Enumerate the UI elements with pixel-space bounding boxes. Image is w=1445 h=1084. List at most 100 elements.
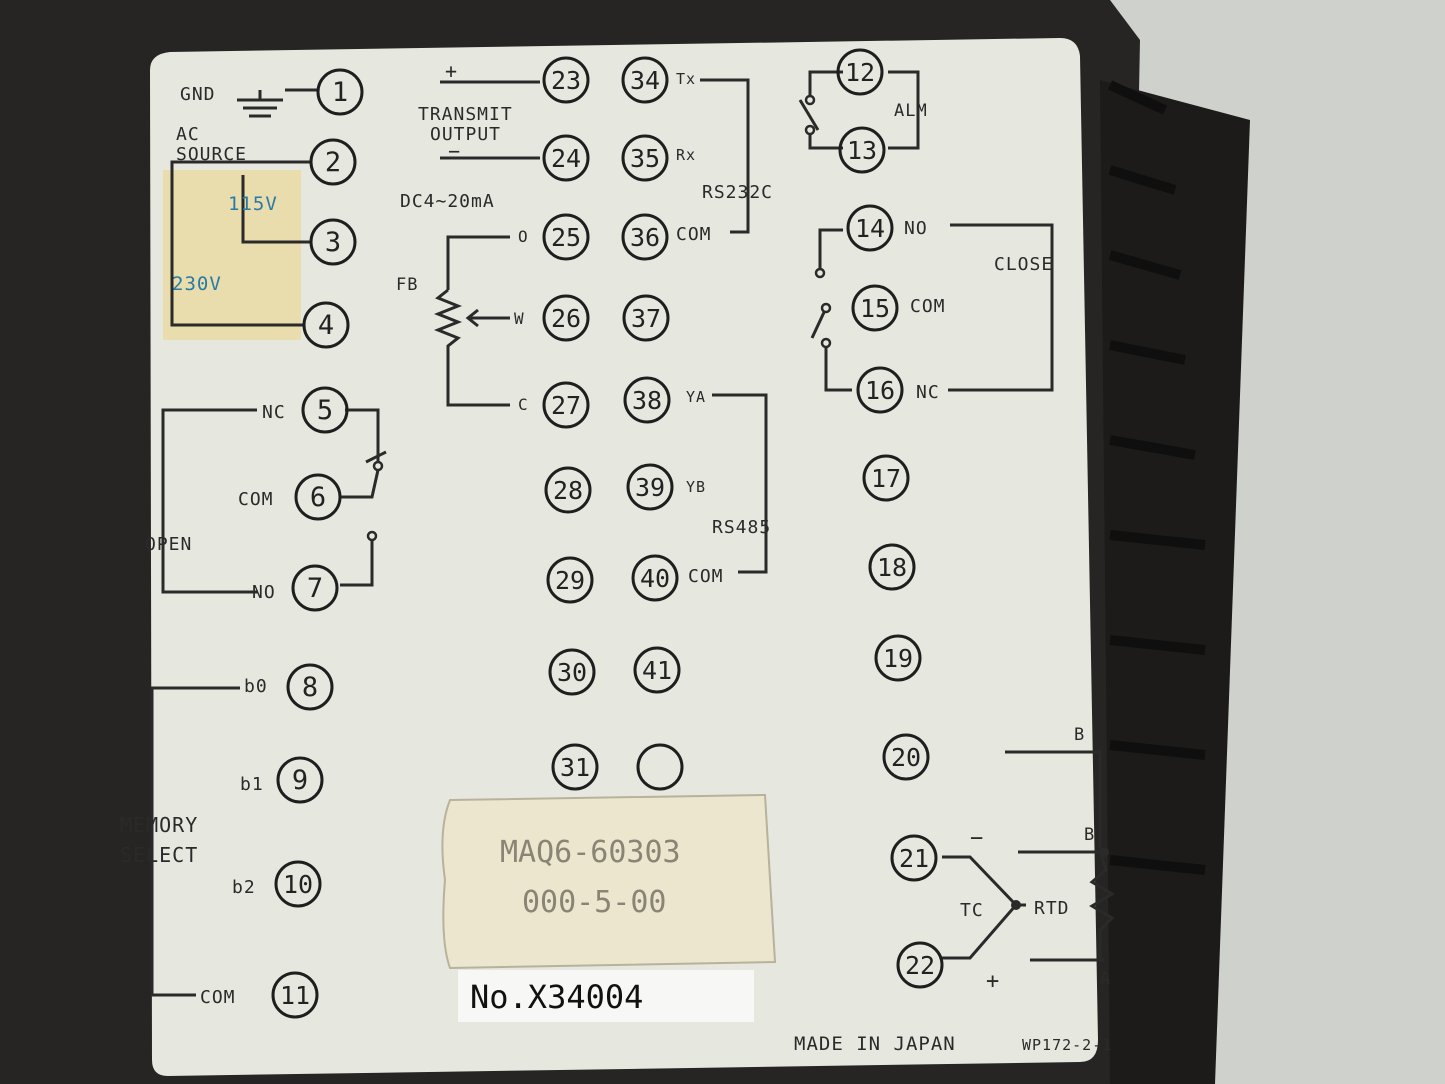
rtd-b-label: B — [1084, 825, 1095, 845]
fb-label: FB — [396, 275, 418, 295]
terminal-19: 19 — [874, 634, 922, 682]
terminal-number: 23 — [551, 66, 581, 95]
terminal-number: 26 — [551, 304, 581, 333]
com36-label: COM — [676, 224, 712, 245]
terminal-ring — [301, 386, 349, 434]
terminal-number: 9 — [292, 765, 308, 796]
terminal-21: 21 — [890, 834, 938, 882]
dc-range-label: DC4∼20mA — [400, 191, 495, 212]
terminal-7: 7 — [291, 564, 339, 612]
made-in-japan: MADE IN JAPAN — [794, 1033, 956, 1055]
terminal-number: 24 — [551, 144, 581, 173]
terminal-number: 13 — [847, 136, 877, 165]
rtd-label: RTD — [1034, 898, 1070, 919]
terminal-ring — [622, 294, 670, 342]
terminal-number: 31 — [560, 753, 590, 782]
terminal-10: 10 — [274, 860, 322, 908]
terminal-40: 40 — [631, 554, 679, 602]
terminal-ring — [862, 454, 910, 502]
terminal-ring — [882, 733, 930, 781]
terminal-ring — [309, 138, 357, 186]
terminal-number: 18 — [877, 553, 907, 582]
terminal-ring — [274, 860, 322, 908]
ac-label: AC — [176, 124, 200, 145]
terminal-ring — [542, 294, 590, 342]
plate-labels: GND AC SOURCE 115V 230V NC COM OPEN NO b… — [120, 59, 1111, 1055]
terminal-8: 8 — [286, 663, 334, 711]
terminal-ring — [836, 48, 884, 96]
fb-w-label: W — [514, 309, 525, 328]
terminal-ring — [294, 473, 342, 521]
terminal-ring — [621, 134, 669, 182]
terminal-ring — [636, 743, 684, 791]
contact-points — [366, 94, 832, 542]
wiring-nodes — [1011, 847, 1109, 910]
terminal-number: 4 — [318, 310, 334, 341]
terminal-number: 35 — [630, 144, 660, 173]
terminal-38: 38 — [623, 376, 671, 424]
source-label: SOURCE — [176, 144, 247, 165]
terminal-5: 5 — [301, 386, 349, 434]
nc16-label: NC — [916, 382, 940, 403]
terminal-ring — [621, 56, 669, 104]
rx-label: Rx — [676, 146, 696, 164]
fb-o-label: O — [518, 227, 529, 246]
terminal-ring — [548, 648, 596, 696]
terminal-ring — [309, 218, 357, 266]
plus-transmit-label: + — [445, 59, 458, 83]
part-number-sticker — [441, 793, 777, 970]
terminal-number: 34 — [630, 66, 660, 95]
terminal-30: 30 — [548, 648, 596, 696]
terminal-number: 27 — [551, 391, 581, 420]
terminal-ring — [291, 564, 339, 612]
terminal-ring — [542, 381, 590, 429]
terminal-2: 2 — [309, 138, 357, 186]
terminal-number: 14 — [855, 214, 885, 243]
terminal-ring — [542, 213, 590, 261]
terminal-39: 39 — [626, 463, 674, 511]
terminal-number: 17 — [871, 464, 901, 493]
terminal-ring — [851, 284, 899, 332]
terminal-ring — [286, 663, 334, 711]
terminal-ring — [276, 756, 324, 804]
b0-label: b0 — [244, 676, 268, 697]
terminal-28: 28 — [544, 466, 592, 514]
terminal-number: 39 — [635, 473, 665, 502]
terminal-ring — [633, 646, 681, 694]
terminal-number: 38 — [632, 386, 662, 415]
alm-label: ALM — [894, 101, 928, 121]
ya-label: YA — [686, 388, 706, 406]
terminal-ring — [623, 376, 671, 424]
terminal-13: 13 — [838, 126, 886, 174]
voltage-selector-tag — [163, 170, 301, 340]
v230-label: 230V — [172, 273, 222, 295]
terminal-ring — [631, 554, 679, 602]
terminal-ring — [551, 743, 599, 791]
terminal-number: 12 — [845, 58, 875, 87]
com11-label: COM — [200, 987, 236, 1008]
terminal-18: 18 — [868, 543, 916, 591]
terminal-1: 1 — [316, 68, 364, 116]
terminal-blank — [636, 743, 684, 791]
terminal-number: 6 — [310, 482, 326, 513]
terminal-ring — [626, 463, 674, 511]
terminal-number: 16 — [865, 376, 895, 405]
terminal-ring — [856, 366, 904, 414]
terminal-22: 22 — [896, 941, 944, 989]
rs232c-label: RS232C — [702, 182, 773, 203]
minus-transmit-label: − — [448, 139, 461, 163]
terminal-27: 27 — [542, 381, 590, 429]
rs485-label: RS485 — [712, 517, 771, 538]
code-number: 000-5-00 — [522, 885, 667, 920]
wiring — [150, 70, 1115, 997]
close-label: CLOSE — [994, 254, 1053, 275]
terminal-36: 36 — [621, 213, 669, 261]
terminal-ring — [546, 556, 594, 604]
terminal-ring — [890, 834, 938, 882]
terminal-17: 17 — [862, 454, 910, 502]
terminal-ring — [621, 213, 669, 261]
terminal-24: 24 — [542, 134, 590, 182]
terminal-number: 3 — [325, 227, 341, 258]
terminal-screws: 1234567891011121314151617181920212223242… — [271, 48, 944, 1019]
terminal-number: 2 — [325, 147, 341, 178]
